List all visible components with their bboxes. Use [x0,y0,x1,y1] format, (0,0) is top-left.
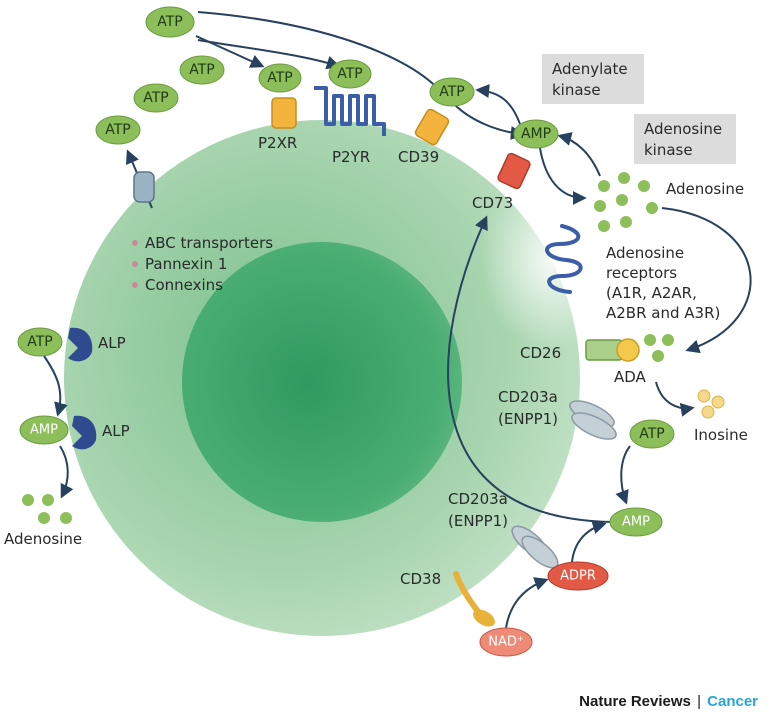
pathway-arrows [43,11,752,629]
svg-text:(ENPP1): (ENPP1) [448,512,508,530]
adpr-molecule: ADPR [547,561,609,591]
credit-separator: | [697,693,701,710]
svg-text:receptors: receptors [606,264,677,282]
cell-nucleus [182,242,462,522]
svg-text:Adenosine: Adenosine [644,120,722,138]
svg-text:ATP: ATP [639,426,664,442]
journal-name: Nature Reviews [579,693,691,710]
svg-text:kinase: kinase [644,141,693,159]
svg-text:CD73: CD73 [472,194,513,212]
svg-text:CD38: CD38 [400,570,441,588]
cd73-icon [497,152,531,190]
svg-text:CD203a: CD203a [448,490,508,508]
atp-efflux-2: ATP [133,83,179,113]
svg-text:CD39: CD39 [398,148,439,166]
svg-text:Adenylate: Adenylate [552,60,628,78]
svg-text:ATP: ATP [157,14,182,30]
p2xr-receptor: ATP P2XR [258,63,302,152]
arrow-atp-to-cd39 [197,11,445,97]
svg-text:AMP: AMP [521,126,551,142]
svg-text:kinase: kinase [552,81,601,99]
adenosine-receptors: Adenosine receptors (A1R, A2AR, A2BR and… [545,224,720,322]
arrow-nad-to-adpr [505,577,549,629]
arrow-adenosine-to-ada [661,207,752,354]
arrow-ada-to-inosine [655,381,695,417]
svg-text:ATP: ATP [189,62,214,78]
svg-text:CD26: CD26 [520,344,561,362]
arrow-amp-to-adenosine [539,147,587,205]
atp-efflux-1: ATP [95,115,141,145]
cd73-enzyme: AMP CD73 [472,119,559,212]
svg-text:AMP: AMP [30,423,58,438]
atp-right: ATP [629,419,675,449]
adenosine-cluster-top: Adenosine [594,172,744,232]
amp-lower-right: AMP [609,507,663,537]
ada-enzyme-icon [616,338,640,362]
svg-text:Adenosine: Adenosine [4,530,82,548]
cd38-enzyme: CD38 [400,570,495,627]
cd203a-lower: CD203a (ENPP1) [448,490,559,569]
svg-text:A2BR and A3R): A2BR and A3R) [606,304,720,322]
alp-upper-icon [68,327,93,362]
p2xr-channel-icon [271,97,297,129]
alp-lower-icon [72,415,97,450]
svg-text:ATP: ATP [337,66,362,82]
svg-text:ABC transporters: ABC transporters [145,234,273,252]
arrow-atp-to-amp-right [615,445,631,505]
svg-text:Adenosine: Adenosine [606,244,684,262]
cd203a-upper: CD203a (ENPP1) [498,388,617,440]
svg-text:Inosine: Inosine [694,426,748,444]
svg-text:AMP: AMP [622,515,650,530]
journal-credit: Nature Reviews | Cancer [579,693,758,710]
arrow-adpr-to-amp [571,520,607,563]
svg-text:ADA: ADA [614,368,647,386]
svg-text:ADPR: ADPR [560,569,596,584]
transporter-list: ABC transporters Pannexin 1 Connexins [132,234,273,294]
svg-text:Pannexin 1: Pannexin 1 [145,255,227,273]
cell-highlight [480,170,620,350]
svg-text:ATP: ATP [143,90,168,106]
p2yr-receptor: ATP P2YR [314,59,386,166]
cd26-ada: CD26 ADA [520,334,674,386]
arrow-amp-to-atp [475,84,521,125]
svg-text:NAD⁺: NAD⁺ [488,635,524,650]
p2yr-serpentine-icon [314,86,386,136]
svg-text:(ENPP1): (ENPP1) [498,410,558,428]
adenylate-kinase-box: Adenylate kinase [542,54,644,104]
svg-text:ATP: ATP [27,334,52,350]
adenosine-kinase-box: Adenosine kinase [634,114,736,164]
inosine-cluster: Inosine [694,389,748,444]
svg-text:(A1R, A2AR,: (A1R, A2AR, [606,284,697,302]
svg-text:ATP: ATP [105,122,130,138]
arrow-adenosine-to-amp [557,132,601,177]
abc-channel-icon [133,171,155,203]
atp-efflux-3: ATP [179,55,225,85]
atp-efflux-4: ATP [145,6,195,38]
svg-text:ATP: ATP [439,84,464,100]
alp-lower: AMP ALP [19,415,130,450]
svg-text:ALP: ALP [98,334,126,352]
alp-upper: ATP ALP [17,327,126,362]
svg-text:P2XR: P2XR [258,134,297,152]
svg-text:ALP: ALP [102,422,130,440]
arrow-amp-to-cd73 [447,215,615,523]
cd39-icon [414,108,450,146]
nad-molecule: NAD⁺ [479,627,533,657]
adenosine-cluster-left: Adenosine [4,494,82,548]
adenosine-receptor-icon [545,224,583,294]
arrow-atp-to-p2yr [197,39,341,70]
svg-text:CD203a: CD203a [498,388,558,406]
svg-text:ATP: ATP [267,70,292,86]
arrow-amp-to-adenosine-left [59,445,74,499]
svg-text:Adenosine: Adenosine [666,180,744,198]
svg-text:Connexins: Connexins [145,276,223,294]
journal-section: Cancer [707,693,758,710]
cd39-enzyme: ATP CD39 [398,77,475,166]
arrow-atp-to-amp-left [43,355,68,417]
svg-text:P2YR: P2YR [332,148,370,166]
